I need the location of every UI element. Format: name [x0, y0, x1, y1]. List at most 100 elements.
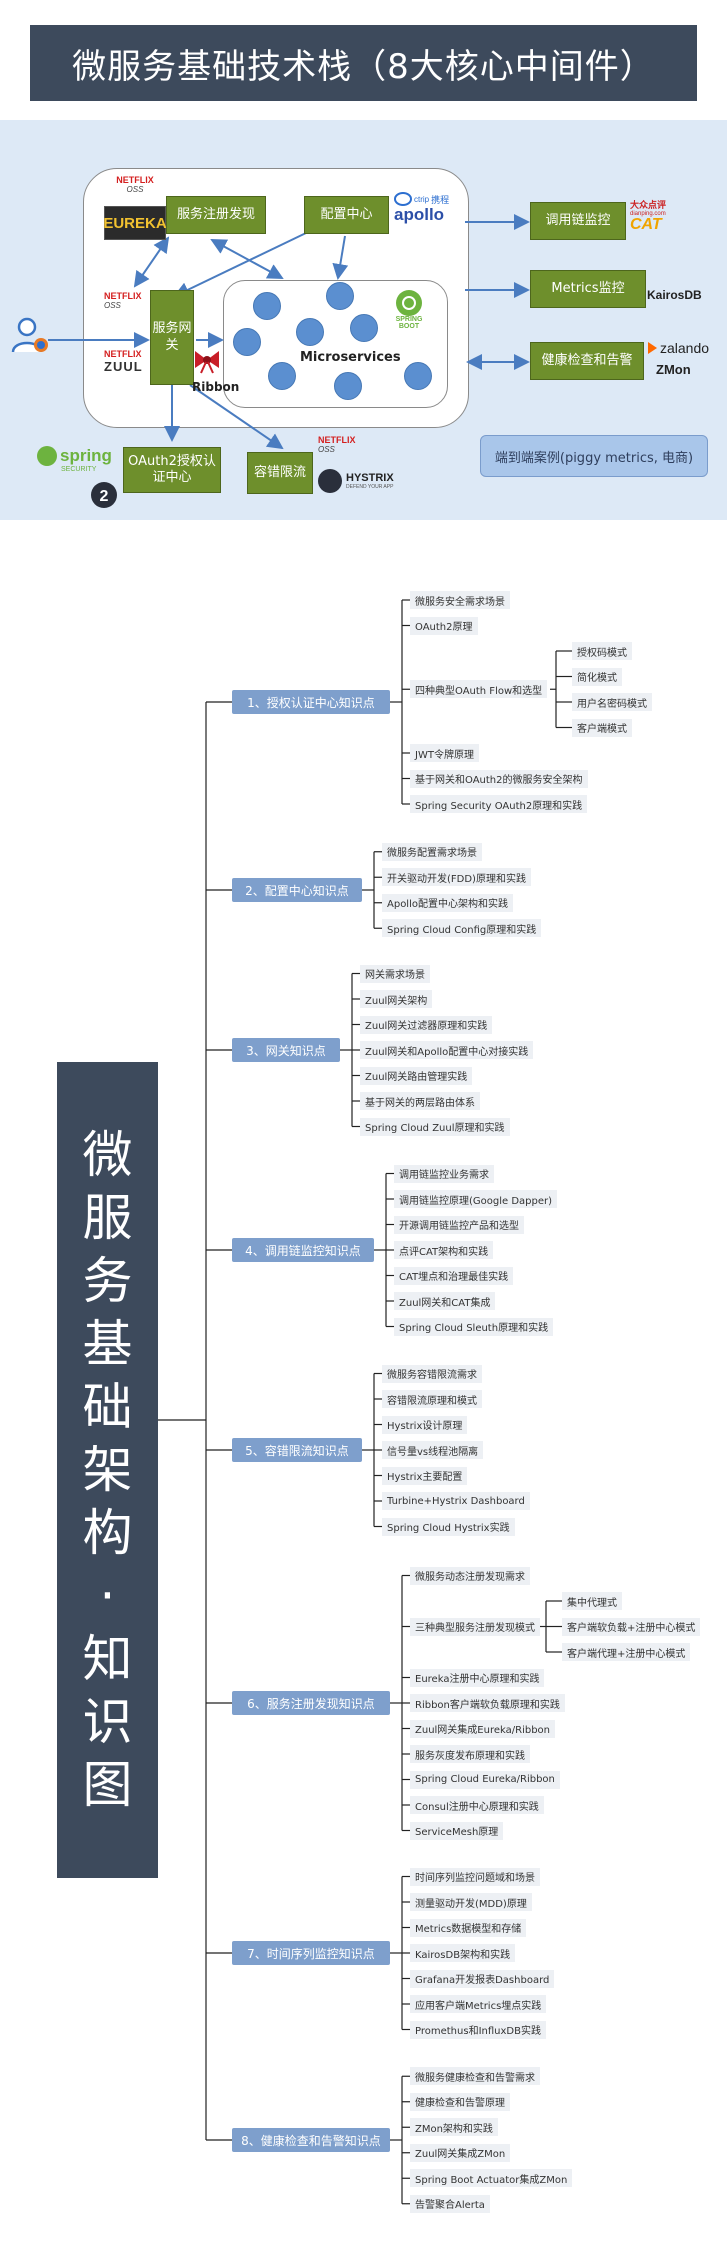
- leaf-node: ServiceMesh原理: [410, 1821, 504, 1840]
- leaf-node: Promethus和InfluxDB实践: [410, 2020, 546, 2039]
- circuit-breaker-box: 容错限流: [247, 452, 313, 494]
- leaf-node: 调用链监控业务需求: [394, 1164, 494, 1183]
- mindmap-root: 微 服 务 基 础 架 构 · 知 识 图: [57, 1062, 158, 1878]
- zalando-logo: zalando ZMon: [648, 340, 724, 377]
- leaf-node: 三种典型服务注册发现模式: [410, 1617, 540, 1636]
- leaf-node: 容错限流原理和模式: [382, 1390, 482, 1408]
- sub-leaf-node: 客户端软负载+注册中心模式: [562, 1617, 701, 1636]
- microservice-node: [296, 318, 324, 346]
- leaf-node: 基于网关和OAuth2的微服务安全架构: [410, 769, 588, 788]
- leaf-node: Zuul网关架构: [360, 990, 433, 1008]
- health-box: 健康检查和告警: [530, 342, 644, 380]
- root-char: 础: [82, 1377, 133, 1436]
- leaf-node: 健康检查和告警原理: [410, 2092, 510, 2111]
- ribbon-label: Ribbon: [192, 380, 240, 394]
- tracing-box: 调用链监控: [530, 202, 626, 240]
- apollo-logo: ctrip 携程 apollo: [394, 192, 450, 224]
- cat-logo: 大众点评 dianping.com CAT: [630, 201, 667, 233]
- section-node: 2、配置中心知识点: [232, 878, 362, 902]
- leaf-node: Zuul网关和Apollo配置中心对接实践: [360, 1041, 534, 1059]
- eureka-logo: EUREKA: [103, 206, 167, 240]
- leaf-node: Spring Cloud Config原理和实践: [382, 919, 542, 938]
- service-discovery-box: 服务注册发现: [166, 196, 266, 234]
- leaf-node: 应用客户端Metrics埋点实践: [410, 1995, 547, 2013]
- zuul-logo: NETFLIX ZUUL: [104, 349, 143, 375]
- user-icon: [10, 314, 50, 358]
- leaf-node: Spring Cloud Sleuth原理和实践: [394, 1317, 554, 1336]
- root-char: ·: [99, 1566, 116, 1625]
- leaf-node: 微服务容错限流需求: [382, 1364, 482, 1383]
- root-char: 知: [82, 1629, 133, 1688]
- sub-leaf-node: 简化模式: [572, 667, 622, 686]
- leaf-node: Turbine+Hystrix Dashboard: [382, 1492, 530, 1510]
- leaf-node: Ribbon客户端软负载原理和实践: [410, 1694, 565, 1712]
- leaf-node: OAuth2原理: [410, 616, 478, 635]
- root-char: 服: [82, 1188, 133, 1247]
- config-center-box: 配置中心: [304, 196, 389, 234]
- leaf-node: 四种典型OAuth Flow和选型: [410, 680, 548, 699]
- leaf-node: Spring Cloud Hystrix实践: [382, 1517, 515, 1536]
- leaf-node: 服务灰度发布原理和实践: [410, 1745, 530, 1763]
- leaf-node: 测量驱动开发(MDD)原理: [410, 1893, 532, 1911]
- leaf-node: JWT令牌原理: [410, 744, 479, 762]
- leaf-node: Zuul网关集成ZMon: [410, 2143, 511, 2162]
- root-char: 图: [82, 1755, 133, 1814]
- leaf-node: Metrics数据模型和存储: [410, 1918, 527, 1937]
- root-char: 微: [82, 1125, 133, 1184]
- leaf-node: 微服务健康检查和告警需求: [410, 2067, 540, 2086]
- leaf-node: 信号量vs线程池隔离: [382, 1441, 484, 1459]
- leaf-node: Spring Cloud Zuul原理和实践: [360, 1117, 510, 1136]
- oauth2-box: OAuth2授权认证中心: [123, 447, 221, 493]
- sub-leaf-node: 用户名密码模式: [572, 693, 652, 711]
- sub-leaf-node: 客户端模式: [572, 718, 632, 737]
- leaf-node: 开关驱动开发(FDD)原理和实践: [382, 868, 531, 887]
- netflix-oss-logo-hystrix: NETFLIX OSS: [318, 435, 356, 455]
- leaf-node: Eureka注册中心原理和实践: [410, 1668, 545, 1687]
- microservice-node: [350, 314, 378, 342]
- leaf-node: Zuul网关集成Eureka/Ribbon: [410, 1719, 555, 1738]
- leaf-node: 微服务安全需求场景: [410, 591, 510, 609]
- microservices-label: Microservices: [300, 350, 401, 365]
- section-node: 1、授权认证中心知识点: [232, 690, 390, 714]
- leaf-node: 微服务配置需求场景: [382, 842, 482, 861]
- spring-security-logo: spring SECURITY: [37, 446, 121, 478]
- leaf-node: Grafana开发报表Dashboard: [410, 1969, 555, 1988]
- architecture-arrows: [48, 214, 530, 450]
- leaf-node: ZMon架构和实践: [410, 2118, 498, 2137]
- svg-text:2: 2: [100, 488, 109, 505]
- netflix-oss-logo: NETFLIX OSS: [116, 175, 154, 195]
- leaf-node: 告警聚合Alerta: [410, 2194, 490, 2213]
- leaf-node: Spring Cloud Eureka/Ribbon: [410, 1770, 560, 1789]
- microservice-node: [268, 362, 296, 390]
- sub-leaf-node: 客户端代理+注册中心模式: [562, 1643, 691, 1661]
- leaf-node: KairosDB架构和实践: [410, 1944, 516, 1962]
- root-char: 构: [82, 1503, 133, 1562]
- leaf-node: 点评CAT架构和实践: [394, 1241, 494, 1259]
- section-node: 4、调用链监控知识点: [232, 1238, 374, 1262]
- leaf-node: CAT埋点和治理最佳实践: [394, 1266, 514, 1285]
- section-node: 5、容错限流知识点: [232, 1438, 362, 1462]
- leaf-node: Apollo配置中心架构和实践: [382, 893, 513, 912]
- netflix-oss-logo-gateway: NETFLIX OSS: [104, 291, 142, 311]
- ribbon-bow-icon: [192, 348, 222, 374]
- sub-leaf-node: 授权码模式: [572, 642, 632, 660]
- leaf-node: Zuul网关路由管理实践: [360, 1066, 473, 1085]
- leaf-node: Zuul网关过滤器原理和实践: [360, 1015, 493, 1034]
- leaf-node: Spring Security OAuth2原理和实践: [410, 795, 588, 813]
- leaf-node: 基于网关的两层路由体系: [360, 1092, 480, 1110]
- gateway-box: 服务网关: [150, 290, 194, 385]
- microservice-node: [334, 372, 362, 400]
- section-node: 6、服务注册发现知识点: [232, 1691, 390, 1715]
- section-node: 8、健康检查和告警知识点: [232, 2128, 390, 2152]
- microservice-node: [326, 282, 354, 310]
- leaf-node: Spring Boot Actuator集成ZMon: [410, 2169, 573, 2188]
- microservice-node: [404, 362, 432, 390]
- root-char: 架: [82, 1440, 133, 1499]
- leaf-node: 网关需求场景: [360, 964, 430, 983]
- root-char: 务: [82, 1251, 133, 1310]
- hystrix-logo: HYSTRIX DEFEND YOUR APP: [318, 466, 408, 496]
- leaf-node: 调用链监控原理(Google Dapper): [394, 1190, 558, 1208]
- case-study-box[interactable]: 端到端案例(piggy metrics, 电商): [480, 435, 708, 477]
- leaf-node: Consul注册中心原理和实践: [410, 1796, 544, 1814]
